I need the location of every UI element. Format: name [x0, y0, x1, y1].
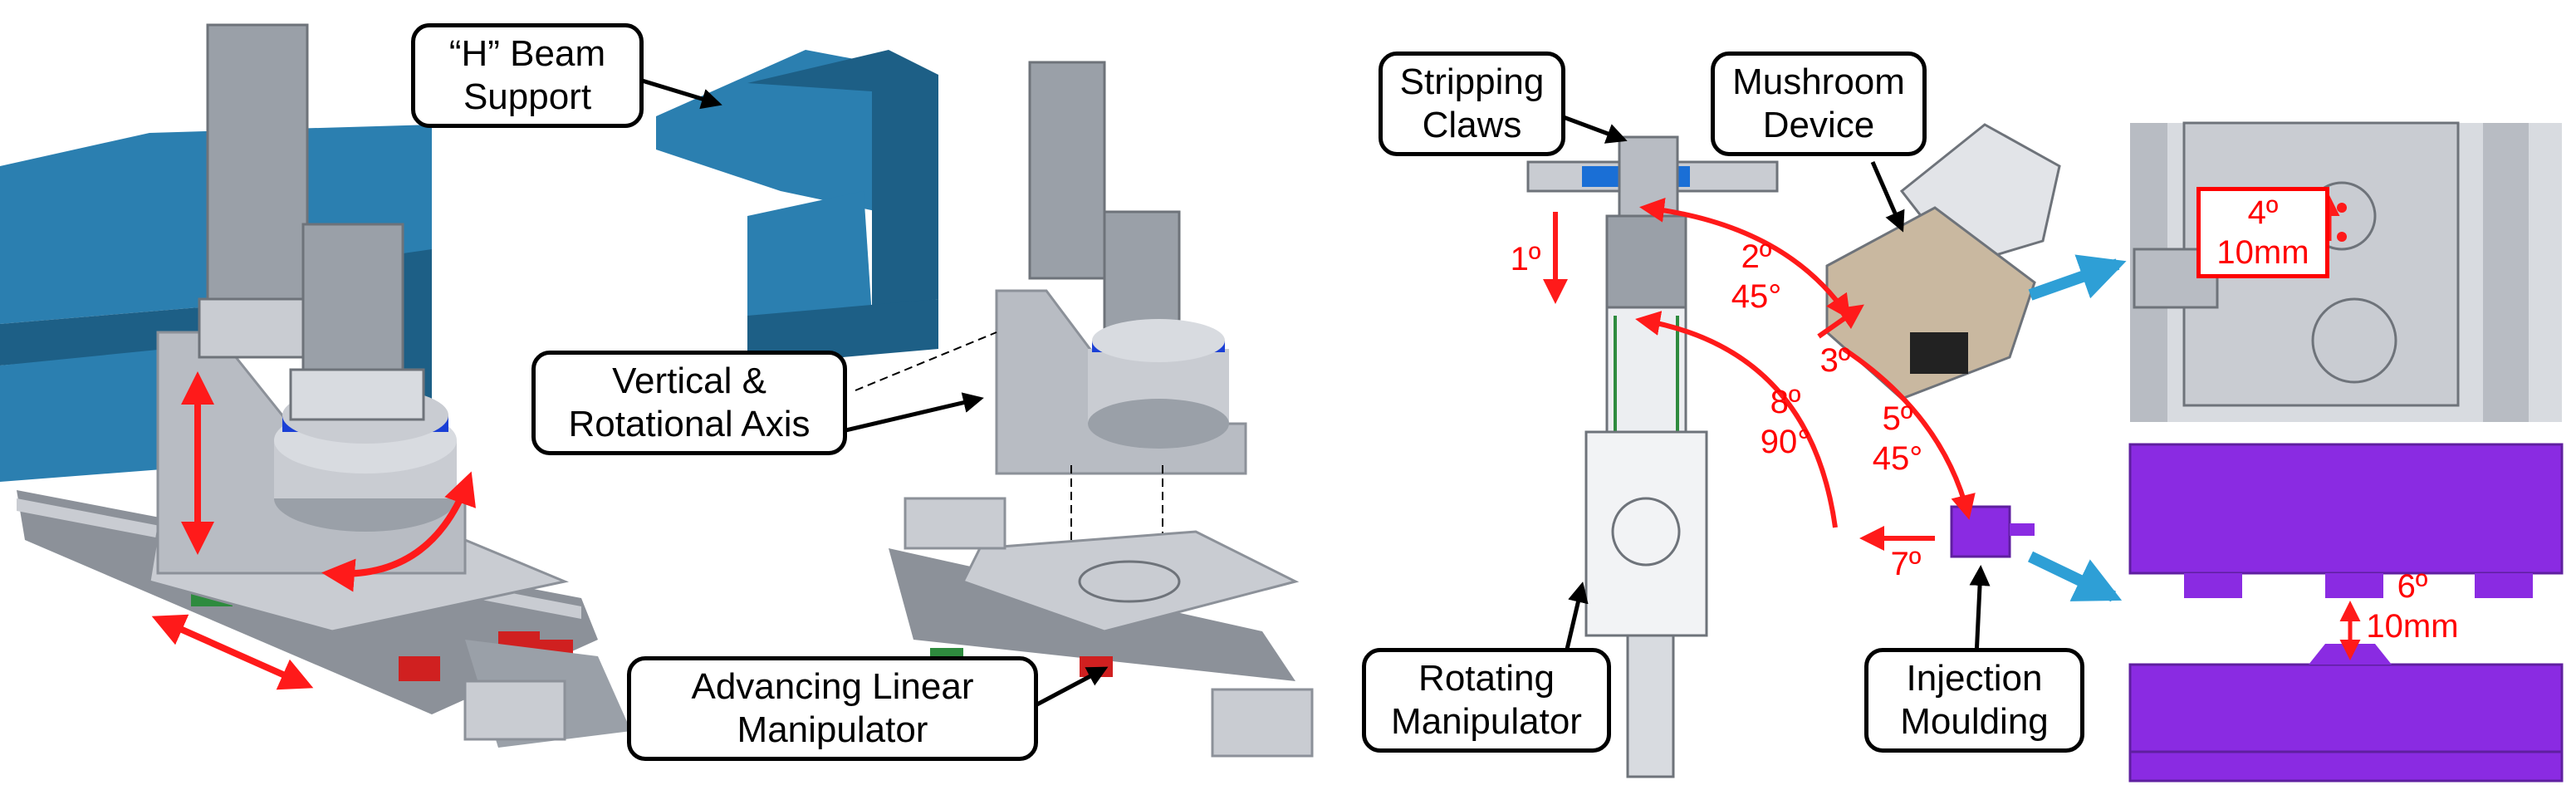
- label-advancing-line2: Manipulator: [737, 709, 928, 750]
- step-5-angle: 45°: [1872, 440, 1923, 477]
- step-6-distance: 10mm: [2366, 608, 2459, 645]
- leader-injection: [1969, 565, 1991, 657]
- motor-upper-middle: [1028, 61, 1106, 280]
- top-view-assembly: [1526, 123, 2061, 778]
- detail-top-panel: [2130, 121, 2562, 422]
- step-8-angle: 90°: [1760, 424, 1811, 460]
- motor-upper-left: [198, 23, 317, 359]
- step-6-label: 6º 10mm: [2358, 567, 2466, 646]
- step-8-number: 8º: [1770, 384, 1801, 420]
- leader-mushroom: [1870, 160, 1905, 233]
- claw-body: [1618, 135, 1679, 218]
- detail-pointer-bottom: [2027, 551, 2123, 602]
- step-1-number: 1º: [1510, 241, 1541, 277]
- step-6-number: 6º: [2397, 568, 2428, 605]
- step-1-label: 1º: [1505, 239, 1546, 279]
- motor-lower-left: [289, 223, 425, 421]
- label-rotating-line2: Manipulator: [1391, 701, 1582, 742]
- label-mushroom-device: Mushroom Device: [1711, 52, 1927, 156]
- injection-mould-small: [1950, 505, 2011, 558]
- label-mushroom-line2: Device: [1762, 105, 1875, 145]
- step-4-distance: 10mm: [2216, 234, 2309, 271]
- label-advancing-linear-manipulator: Advancing Linear Manipulator: [627, 656, 1038, 761]
- label-vertical-line2: Rotational Axis: [568, 404, 811, 444]
- leader-vertical-axis: [838, 392, 984, 434]
- label-rotating-manipulator: Rotating Manipulator: [1362, 648, 1611, 753]
- connector-middle: [1211, 688, 1314, 758]
- label-mushroom-line1: Mushroom: [1732, 61, 1905, 102]
- left-assembly: [0, 23, 631, 748]
- step-8-label: 8º 90°: [1752, 382, 1819, 462]
- step8-arrow: [1635, 311, 1838, 528]
- label-advancing-line1: Advancing Linear: [691, 666, 974, 707]
- label-h-beam-line2: Support: [463, 76, 592, 117]
- carriage-plate-middle: [961, 530, 1300, 633]
- rotary-unit-middle: [1088, 319, 1229, 449]
- leader-stripping: [1560, 114, 1628, 144]
- plate-hole-middle: [1078, 560, 1181, 603]
- connector-left: [463, 680, 566, 741]
- label-stripping-line1: Stripping: [1399, 61, 1545, 102]
- step-3-label: 3º: [1810, 341, 1860, 380]
- step-7-number: 7º: [1890, 546, 1922, 582]
- label-injection-line1: Injection: [1906, 658, 2043, 699]
- detail-bottom-panel: [2128, 443, 2564, 783]
- leader-rotating: [1563, 581, 1589, 657]
- label-stripping-line2: Claws: [1422, 105, 1522, 145]
- step-7-label: 7º: [1881, 544, 1931, 584]
- label-stripping-claws: Stripping Claws: [1379, 52, 1565, 156]
- label-h-beam-support: “H” Beam Support: [411, 23, 644, 128]
- step2-arrow: [1639, 197, 1851, 320]
- detail-pointer-top: [2028, 254, 2127, 301]
- step-4-label: 4º 10mm: [2196, 187, 2329, 278]
- label-vertical-line1: Vertical &: [612, 361, 766, 401]
- motor-lower-middle: [1103, 210, 1181, 338]
- h-beam-middle: [656, 50, 938, 366]
- step-4-number: 4º: [2247, 194, 2279, 231]
- step-5-label: 5º 45°: [1864, 399, 1931, 478]
- step-5-number: 5º: [1882, 400, 1913, 437]
- step-3-number: 3º: [1819, 342, 1851, 379]
- dashed-guide-1: [855, 331, 997, 391]
- step-2-label: 2º 45°: [1723, 237, 1790, 316]
- label-h-beam-line1: “H” Beam: [448, 33, 606, 74]
- step-2-number: 2º: [1741, 238, 1772, 275]
- label-rotating-line1: Rotating: [1418, 658, 1555, 699]
- linear-motion-arrow: [151, 614, 314, 690]
- step3-arrow: [1817, 304, 1864, 339]
- motor-rail-middle: [904, 497, 1006, 550]
- step5-arrow: [1842, 346, 1976, 520]
- label-injection-line2: Moulding: [1900, 701, 2049, 742]
- step-2-angle: 45°: [1731, 278, 1782, 315]
- label-injection-moulding: Injection Moulding: [1864, 648, 2084, 753]
- leader-advancing: [1032, 666, 1109, 709]
- rotating-plate: [1584, 430, 1708, 637]
- label-vertical-rotational-axis: Vertical & Rotational Axis: [531, 351, 847, 455]
- rotation-motion-arrow: [321, 471, 476, 592]
- middle-exploded-assembly: [656, 50, 1314, 758]
